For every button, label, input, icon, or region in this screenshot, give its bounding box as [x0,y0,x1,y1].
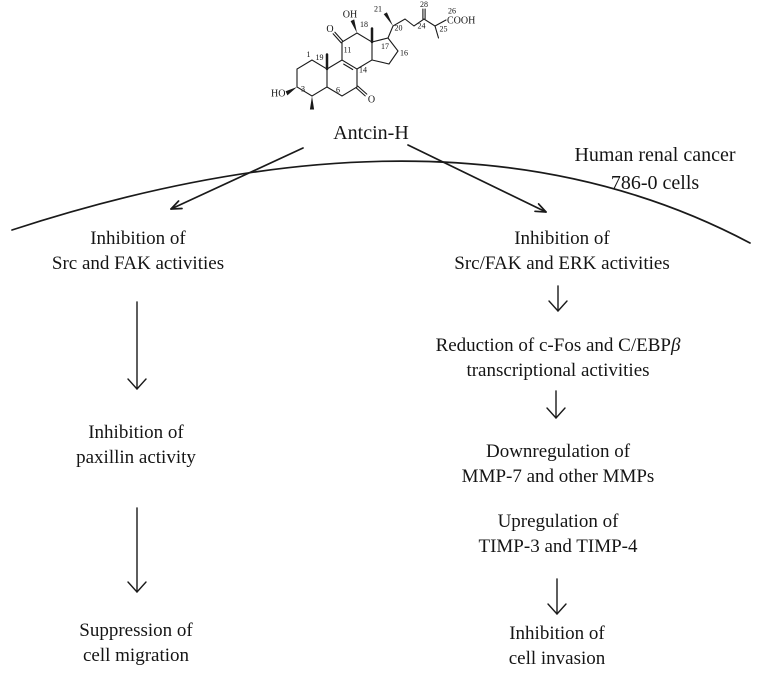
ring-b-bonds [326,59,358,97]
ho-group-label: HO [271,89,285,100]
atom-number-21: 21 [374,5,382,14]
stereo-wedges [285,12,393,110]
left-step-paxillin-line2: paxillin activity [76,447,196,468]
atom-number-16: 16 [400,49,408,58]
atom-number-20: 20 [395,24,403,33]
atom-number-6: 6 [336,86,340,95]
angular-methyl-bonds [325,27,374,71]
left-step-src-fak: Inhibition of Src and FAK activities [28,226,248,276]
left-step-src-fak-line2: Src and FAK activities [51,253,225,274]
cell-line-label-line1: Human renal cancer [574,144,736,166]
right-step-src-fak-erk-line1: Inhibition of [514,228,610,249]
right-arrow-2 [546,390,566,419]
molecule-structure: HO O OH O COOH 1 3 6 11 14 16 17 18 19 2… [271,0,475,110]
cooh-group-label: COOH [447,16,475,27]
left-step-src-fak-line1: Inhibition of [90,228,186,249]
right-step-mmp-line1: Downregulation of [485,441,631,462]
atom-number-14: 14 [359,66,367,75]
atom-number-26: 26 [448,7,456,16]
atom-number-3: 3 [301,85,305,94]
right-step-invasion-line1: Inhibition of [509,623,605,644]
atom-number-11: 11 [344,46,352,55]
c11-oxygen-label: O [326,24,333,35]
arrow-to-left-pathway [170,147,304,210]
right-step-mmp-line2: MMP-7 and other MMPs [461,466,655,487]
left-step-migration: Suppression of cell migration [26,618,246,668]
right-step-mmp: Downregulation of MMP-7 and other MMPs [428,439,688,489]
right-step-timp-line2: TIMP-3 and TIMP-4 [478,536,638,557]
right-arrow-3 [547,578,567,615]
c7-oxygen-label: O [368,95,375,106]
right-step-timp-line1: Upregulation of [497,511,619,532]
left-step-paxillin: Inhibition of paxillin activity [26,420,246,470]
atom-number-19: 19 [316,53,324,62]
ring-d-bonds [371,37,399,65]
atom-number-17: 17 [381,42,389,51]
beta-symbol: β [670,335,681,356]
right-arrow-1 [548,285,568,312]
left-step-paxillin-line1: Inhibition of [88,422,184,443]
right-step-timp: Upregulation of TIMP-3 and TIMP-4 [428,509,688,559]
compound-title-text: Antcin-H [333,122,409,144]
compound-title: Antcin-H [271,121,471,145]
arrow-to-right-pathway [407,144,547,213]
atom-number-1: 1 [307,50,311,59]
cfos-line-text: Reduction of c-Fos and C/EBP [435,335,671,356]
cell-line-label-line2: 786-0 cells [610,172,700,194]
c12-hydroxyl-label: OH [343,10,357,21]
right-step-cfos-cebp: Reduction of c-Fos and C/EBPβ transcript… [408,333,708,383]
left-arrow-1 [127,301,147,390]
right-step-src-fak-erk-line2: Src/FAK and ERK activities [454,253,670,274]
right-step-invasion-line2: cell invasion [508,648,606,669]
right-step-src-fak-erk: Inhibition of Src/FAK and ERK activities [432,226,692,276]
left-step-migration-line2: cell migration [82,645,190,666]
right-step-cfos-cebp-line2: transcriptional activities [466,360,650,381]
cell-line-label: Human renal cancer 786-0 cells [545,141,764,197]
atom-number-28: 28 [420,0,428,9]
atom-number-25: 25 [440,25,448,34]
atom-number-24: 24 [418,22,426,31]
c11-ketone-bond [332,31,344,44]
right-step-cfos-cebp-line1: Reduction of c-Fos and C/EBPβ [408,333,708,358]
left-arrow-2 [127,507,147,593]
ring-c-bonds [341,32,373,70]
c7-ketone-bond [355,85,368,97]
right-step-invasion: Inhibition of cell invasion [427,621,687,671]
atom-number-18: 18 [360,20,368,29]
left-step-migration-line1: Suppression of [79,620,193,641]
cell-membrane-arc [11,160,751,244]
